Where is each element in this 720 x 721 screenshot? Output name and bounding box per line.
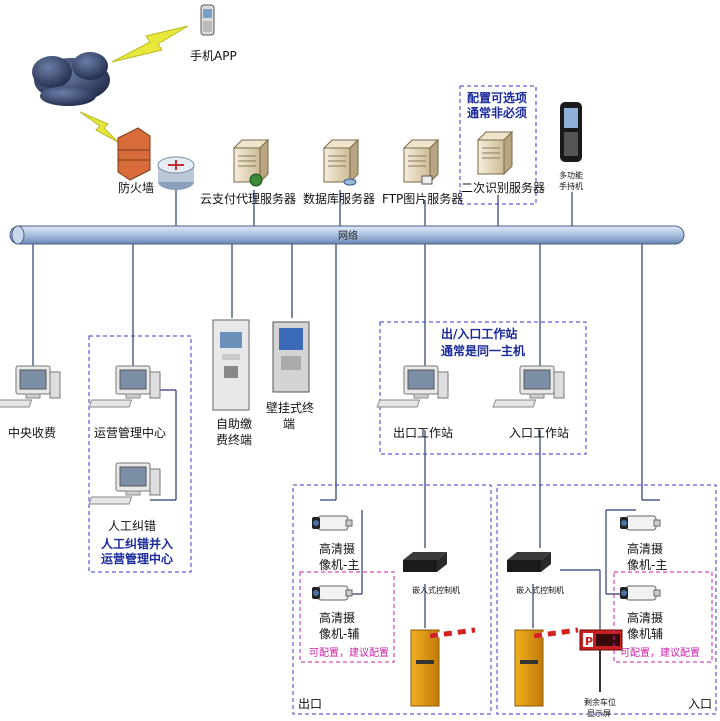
entry-cam-main-1: 高清摄 <box>627 541 663 556</box>
entry-main-camera-icon <box>619 515 661 531</box>
ops-center-pc-icon <box>88 365 161 408</box>
handheld-label-1: 多功能 <box>559 170 583 180</box>
entry-barrier-gate-icon <box>514 627 579 707</box>
wall-mount-terminal-icon <box>272 321 310 393</box>
cloud-pay-proxy-label: 云支付代理服务器 <box>200 191 296 206</box>
svg-text:P: P <box>585 635 593 648</box>
optional-note-2: 通常非必须 <box>467 105 527 120</box>
entry-ws-label: 入口工作站 <box>509 426 569 440</box>
optional-note-1: 配置可选项 <box>467 90 527 105</box>
self-pay-label-1: 自助缴 <box>216 416 252 431</box>
self-pay-label-2: 费终端 <box>216 432 252 447</box>
parking-display-icon: P <box>579 629 623 692</box>
exit-main-camera-icon <box>311 515 353 531</box>
secondary-recog-server-icon <box>477 131 513 175</box>
entry-workstation-pc-icon <box>492 365 565 408</box>
entry-optional-config: 可配置，建议配置 <box>620 646 700 659</box>
entry-cam-main-2: 像机-主 <box>627 558 667 572</box>
exit-lane-box <box>292 484 492 715</box>
exit-cam-main-1: 高清摄 <box>319 541 355 556</box>
exit-cam-aux-2: 像机-辅 <box>319 627 359 641</box>
secondary-recog-label: 二次识别服务器 <box>461 180 545 195</box>
entry-cam-aux-2: 像机辅 <box>627 627 663 641</box>
phone-app-label: 手机APP <box>190 49 237 63</box>
mobile-phone-icon <box>200 4 215 36</box>
handheld-terminal-icon <box>560 102 582 162</box>
exit-workstation-pc-icon <box>376 365 449 408</box>
exit-controller-label: 嵌入式控制机 <box>412 585 460 595</box>
workstation-note-1: 出/入口工作站 <box>441 326 517 341</box>
entry-controller-label: 嵌入式控制机 <box>516 585 564 595</box>
entry-controller-icon <box>507 552 551 572</box>
wall-mount-label-1: 壁挂式终 <box>266 400 314 415</box>
lightning-phone-icon <box>111 25 189 63</box>
wall-mount-label-2: 端 <box>283 417 295 431</box>
firewall-label: 防火墙 <box>118 180 154 195</box>
exit-ws-label: 出口工作站 <box>393 426 453 440</box>
central-fee-pc-icon <box>0 365 61 408</box>
exit-optional-config: 可配置，建议配置 <box>309 646 389 659</box>
exit-label: 出口 <box>298 697 322 711</box>
central-fee-label: 中央收费 <box>8 425 56 440</box>
lightning-firewall-icon <box>79 111 119 143</box>
workstation-note-2: 通常是同一主机 <box>441 343 525 358</box>
network-label: 网络 <box>338 229 358 242</box>
manual-merge-note-1: 人工纠错并入 <box>101 536 173 551</box>
handheld-label-2: 手持机 <box>559 181 583 191</box>
workstation-box <box>379 321 587 455</box>
cloud-pay-server-icon <box>233 139 269 183</box>
entry-cam-aux-1: 高清摄 <box>627 610 663 625</box>
exit-aux-camera-box <box>299 571 395 663</box>
network-backbone <box>9 225 685 245</box>
entry-label: 入口 <box>688 697 712 711</box>
db-server-label: 数据库服务器 <box>303 191 375 206</box>
router-icon <box>157 156 195 190</box>
firewall-icon <box>117 127 151 181</box>
entry-aux-camera-box <box>613 571 713 663</box>
entry-aux-camera-icon <box>619 585 661 601</box>
ftp-server-label: FTP图片服务器 <box>382 191 463 206</box>
database-server-icon <box>323 139 359 183</box>
exit-cam-aux-1: 高清摄 <box>319 610 355 625</box>
exit-barrier-gate-icon <box>410 627 476 707</box>
internet-cloud-icon <box>32 52 110 106</box>
manual-correction-pc-icon <box>88 462 161 505</box>
ops-center-box <box>88 335 192 573</box>
exit-aux-camera-icon <box>311 585 353 601</box>
remaining-label-1: 剩余车位 <box>584 697 616 707</box>
remaining-label-2: 显示屏 <box>587 709 611 718</box>
connection-lines <box>32 190 660 636</box>
manual-correction-label: 人工纠错 <box>108 519 156 533</box>
ops-center-label: 运营管理中心 <box>94 425 166 440</box>
self-pay-kiosk-icon <box>212 319 250 411</box>
exit-controller-icon <box>403 552 447 572</box>
manual-merge-note-2: 运营管理中心 <box>101 551 173 566</box>
ftp-server-icon <box>403 139 439 183</box>
exit-cam-main-2: 像机-主 <box>319 558 359 572</box>
